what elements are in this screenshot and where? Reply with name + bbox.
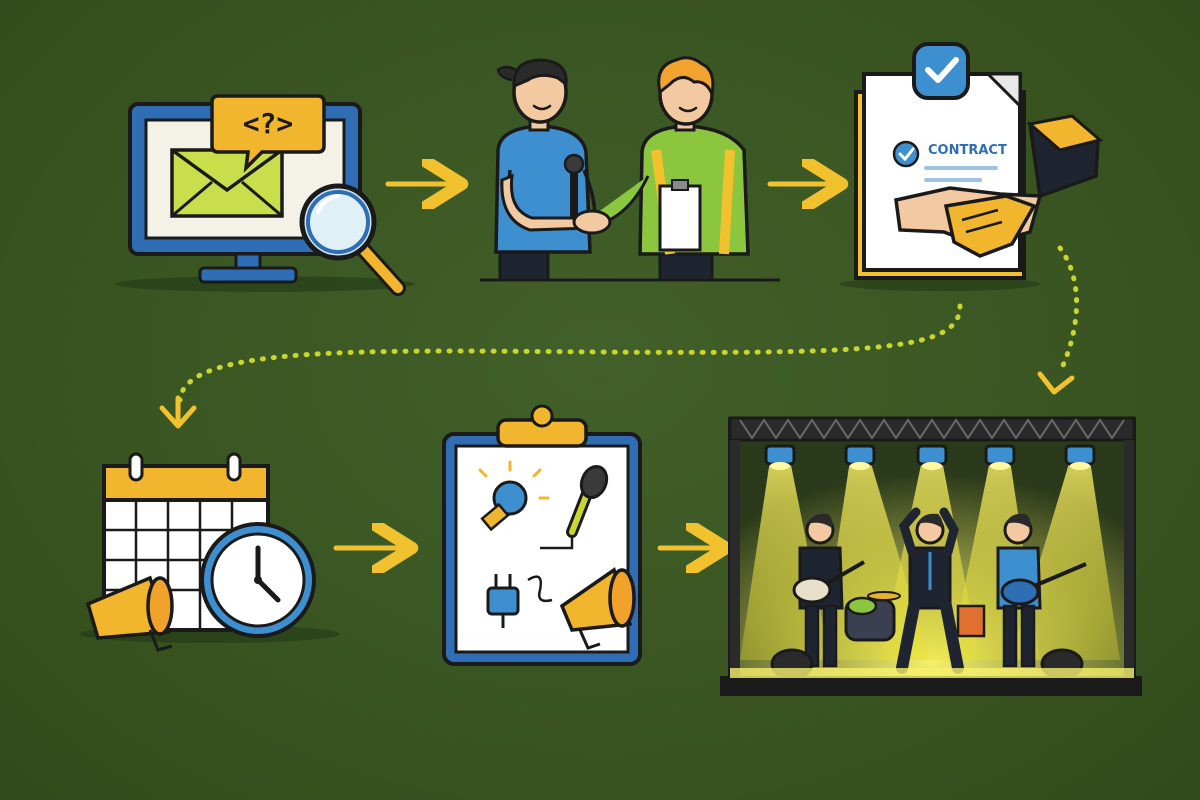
bubble-text: <?>: [243, 107, 294, 140]
musician-center: [896, 507, 964, 674]
step-scheduling: [80, 452, 340, 652]
step-planning: [442, 404, 642, 666]
contract-label: CONTRACT: [928, 143, 1007, 158]
plug-icon: [486, 574, 553, 628]
magnifier-icon: [299, 183, 406, 296]
handshake-icon: [894, 114, 1104, 258]
dotted-path-contract-to-performance: [1057, 245, 1079, 375]
musician-right: [996, 513, 1087, 668]
musician-left: [792, 513, 866, 668]
equipment-clipboard-icon: [442, 404, 642, 666]
stage-spotlights: [764, 444, 1096, 470]
person-left: [494, 58, 597, 282]
step-contract: CONTRACT: [840, 42, 1104, 291]
contract-document-icon: CONTRACT: [840, 42, 1104, 291]
drum-kit-icon: [844, 591, 986, 642]
spotlight-icon: [478, 460, 550, 532]
arrowhead-performance: [1037, 371, 1075, 395]
step-performance: [720, 416, 1142, 696]
calendar-clock-icon: [80, 452, 340, 652]
dotted-path-contract-to-scheduling: [177, 303, 963, 403]
megaphone-icon: [85, 575, 174, 652]
microphone-icon: [540, 464, 609, 550]
step-meeting: [480, 56, 780, 282]
clock-icon: [200, 522, 316, 638]
handshake-meeting-icon: [480, 56, 780, 282]
email-inquiry-icon: <?>: [115, 94, 415, 296]
megaphone-small-icon: [559, 567, 636, 650]
step-inquiry: <?>: [115, 94, 415, 296]
concert-stage-icon: [720, 416, 1142, 696]
person-right: [589, 56, 750, 282]
